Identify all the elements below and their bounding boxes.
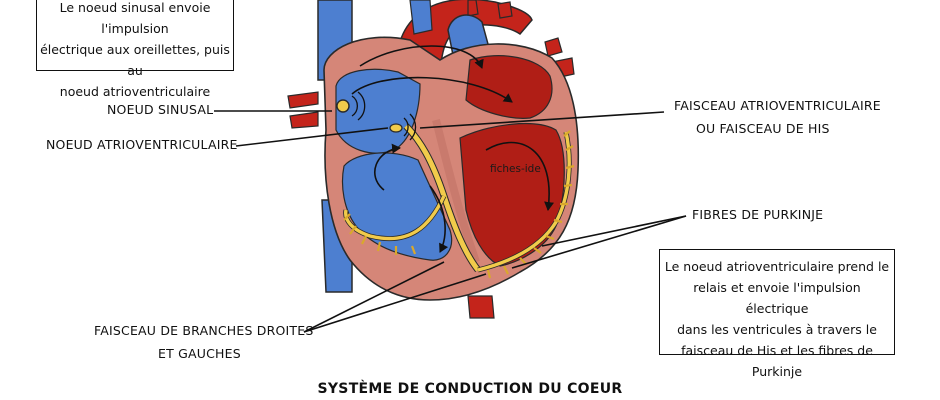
left-atrium: [465, 55, 553, 119]
leader-purkinje-1: [541, 215, 687, 247]
label-his-bundle-line-1: FAISCEAU ATRIOVENTRICULAIRE: [674, 98, 881, 113]
box-top-line-2: électrique aux oreillettes, puis au: [40, 42, 230, 78]
box-right-line-4: faisceau de His et les fibres de Purkinj…: [681, 343, 873, 379]
leader-av-node: [235, 127, 389, 147]
label-his-bundle-line-2: OU FAISCEAU DE HIS: [696, 121, 830, 136]
watermark: fiches-ide: [490, 163, 541, 175]
label-branches-line-1: FAISCEAU DE BRANCHES DROITES: [94, 323, 314, 338]
box-right-line-1: Le noeud atrioventriculaire prend le: [664, 259, 890, 274]
label-sinus-node: NOEUD SINUSAL: [107, 102, 214, 117]
av-node-explanation-box: Le noeud atrioventriculaire prend le rel…: [659, 249, 895, 379]
leader-branches-1: [303, 261, 445, 333]
box-right-line-3: dans les ventricules à travers le: [677, 322, 877, 337]
sinus-node-explanation-box: Le noeud sinusal envoie l'impulsion élec…: [36, 0, 234, 99]
av-node: [389, 123, 403, 133]
box-top-line-1: Le noeud sinusal envoie l'impulsion: [59, 0, 211, 36]
diagram-title: SYSTÈME DE CONDUCTION DU COEUR: [317, 381, 623, 397]
purkinje-fibers: [343, 130, 575, 279]
label-purkinje: FIBRES DE PURKINJE: [692, 207, 824, 222]
leader-branches-2: [303, 273, 487, 333]
box-top-line-3: noeud atrioventriculaire: [59, 84, 211, 99]
leader-his-bundle: [419, 111, 665, 129]
sinus-node: [336, 99, 350, 113]
box-right-line-2: relais et envoie l'impulsion électrique: [693, 280, 861, 316]
label-branches-line-2: ET GAUCHES: [158, 346, 241, 361]
label-av-node: NOEUD ATRIOVENTRICULAIRE: [46, 137, 238, 152]
leader-purkinje-2: [511, 215, 687, 269]
